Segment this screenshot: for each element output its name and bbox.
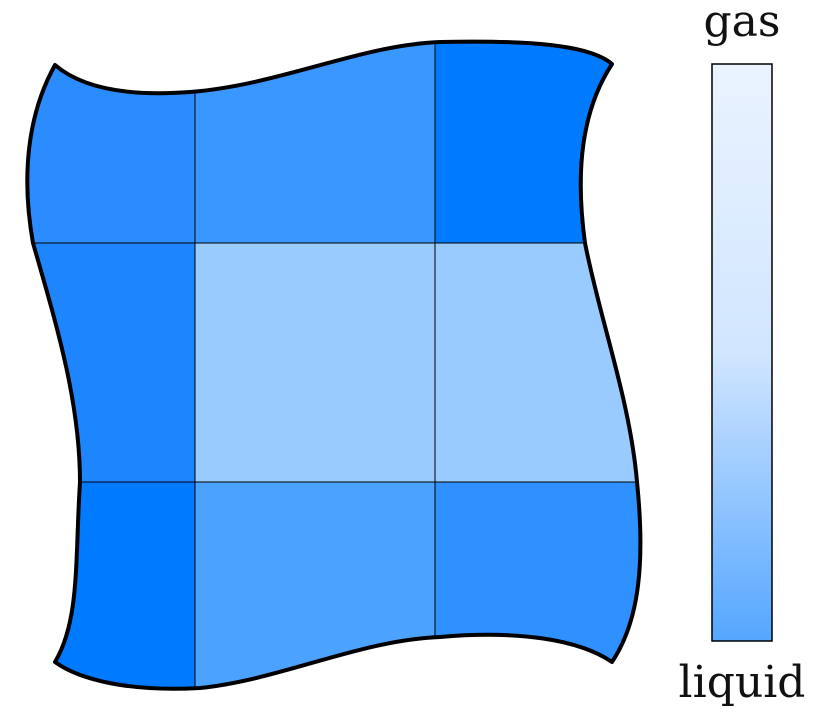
grid-cell-r1-c1 — [195, 243, 435, 482]
phase-grid — [27, 41, 641, 689]
grid-cell-r0-c1 — [195, 41, 435, 243]
domain-outline — [25, 39, 643, 691]
colorbar-gradient — [711, 63, 773, 642]
grid-cell-r1-c2 — [435, 243, 641, 482]
grid-cell-r0-c2 — [435, 41, 641, 243]
colorbar: gas liquid — [679, 0, 806, 708]
colorbar-top-label: gas — [704, 0, 781, 47]
grid-cell-r2-c1 — [195, 482, 435, 689]
colorbar-bottom-label: liquid — [679, 657, 806, 708]
grid-cell-r1-c0 — [27, 243, 195, 482]
grid-cell-r2-c2 — [435, 482, 641, 689]
